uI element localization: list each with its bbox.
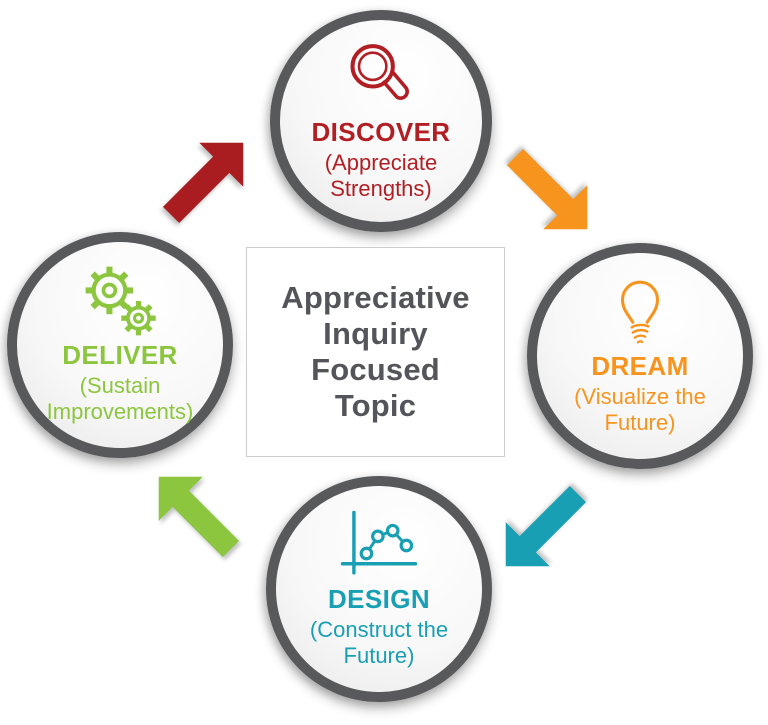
center-topic-line: Inquiry xyxy=(323,316,428,352)
stage-subtitle-discover: (Appreciate Strengths) xyxy=(324,150,438,202)
stage-title-discover: DISCOVER xyxy=(311,117,451,148)
stage-circle-design: DESIGN (Construct the Future) xyxy=(266,476,492,702)
arrow-deliver-to-discover xyxy=(162,142,244,224)
stage-title-deliver: DELIVER xyxy=(62,340,178,371)
stage-subtitle-design: (Construct the Future) xyxy=(309,616,449,668)
center-topic-line: Topic xyxy=(334,387,417,423)
stage-subtitle-deliver: (Sustain Improvements) xyxy=(46,373,194,425)
line-chart-icon xyxy=(339,509,419,582)
gears-icon xyxy=(79,264,161,338)
center-topic-line: Appreciative xyxy=(281,280,470,316)
center-topic-box: Appreciative Inquiry Focused Topic xyxy=(246,247,505,457)
stage-title-dream: DREAM xyxy=(591,351,689,382)
center-topic-line: Focused xyxy=(311,352,440,387)
lightbulb-icon xyxy=(607,275,673,349)
stage-circle-deliver: DELIVER (Sustain Improvements) xyxy=(7,232,233,458)
stage-title-design: DESIGN xyxy=(327,583,431,614)
magnifier-icon xyxy=(343,39,419,115)
stage-circle-discover: DISCOVER (Appreciate Strengths) xyxy=(270,10,492,232)
arrow-design-to-deliver xyxy=(158,476,240,558)
arrow-discover-to-dream xyxy=(506,148,588,230)
stage-subtitle-dream: (Visualize the Future) xyxy=(574,384,706,436)
arrow-dream-to-design xyxy=(505,485,587,567)
stage-circle-dream: DREAM (Visualize the Future) xyxy=(527,243,753,469)
